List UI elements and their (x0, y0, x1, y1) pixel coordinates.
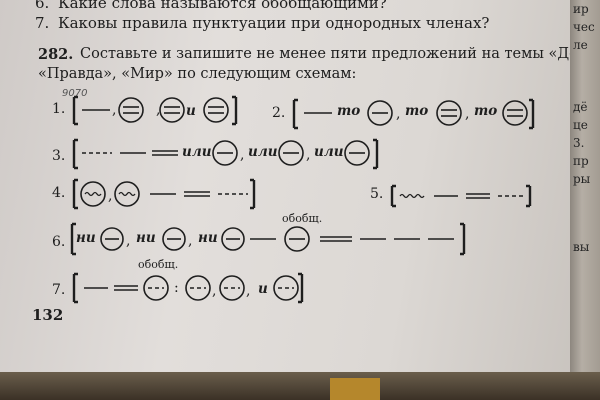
scheme-2-word-to-2: то (405, 103, 429, 119)
scheme-2-word-to-3: то (474, 103, 498, 119)
schemes-diagram (70, 95, 535, 304)
scheme-7-comma-2: , (246, 283, 251, 299)
task-line-2: «Правда», «Мир» по следующим схемам: (38, 66, 357, 82)
scheme-6-word-ni-2: ни (136, 230, 156, 246)
side-fragment: ле (573, 38, 588, 52)
table-surface (0, 372, 600, 400)
handwritten-note: 9070 (62, 88, 88, 99)
scheme-3-comma-2: , (306, 147, 311, 163)
side-fragment: ир (573, 2, 589, 16)
scheme-7-generalizing-note: обобщ. (138, 258, 179, 271)
task-number: 282. (38, 46, 74, 63)
question-6-text: Какие слова называются обобщающими? (58, 0, 387, 12)
binder-clip (330, 378, 380, 400)
side-fragment: вы (573, 240, 590, 254)
scheme-3-word-ili-2: или (248, 144, 278, 160)
scheme-7-diagram (72, 272, 304, 304)
question-7-text: Каковы правила пунктуации при однородных… (58, 14, 490, 32)
scheme-1-comma-2: , (156, 102, 161, 118)
scheme-7-word-i: и (258, 281, 268, 297)
question-7-label: 7. (35, 14, 50, 32)
side-fragment: це (573, 118, 588, 132)
side-fragment: дё (573, 100, 588, 114)
scheme-2-label: 2. (272, 105, 286, 121)
scheme-7-comma-1: , (212, 283, 217, 299)
scheme-4-comma: , (108, 188, 113, 204)
scheme-3-word-ili-3: или (314, 144, 344, 160)
scheme-4-label: 4. (52, 185, 66, 201)
side-fragment: пр (573, 154, 589, 168)
task-line-1: Составьте и запишите не менее пяти предл… (80, 46, 570, 62)
scheme-4-diagram (72, 178, 256, 210)
scheme-5-diagram (390, 184, 532, 208)
scheme-3-label: 3. (52, 148, 66, 164)
side-fragment: ры (573, 172, 591, 186)
scheme-6-word-ni-1: ни (76, 230, 96, 246)
scheme-7-colon: : (174, 280, 179, 296)
page-number: 132 (32, 306, 64, 324)
scheme-2-word-to-1: то (337, 103, 361, 119)
side-fragment: чес (573, 20, 595, 34)
scheme-2-comma-1: , (396, 106, 401, 122)
question-6-label: 6. (35, 0, 50, 12)
scheme-2-diagram (292, 98, 535, 130)
scheme-6-comma-2: , (188, 233, 193, 249)
textbook-page: 6. Какие слова называются обобщающими? 7… (0, 0, 570, 400)
scheme-1-comma-1: , (112, 102, 117, 118)
scheme-7-label: 7. (52, 282, 66, 298)
scheme-3-word-ili-1: или (182, 144, 212, 160)
scheme-3-comma-1: , (240, 147, 245, 163)
scheme-5-label: 5. (370, 186, 384, 202)
scheme-6-label: 6. (52, 234, 66, 250)
scheme-1-label: 1. (52, 101, 66, 117)
scheme-6-word-ni-3: ни (198, 230, 218, 246)
scheme-1-word-i: и (186, 103, 196, 119)
scheme-2-comma-2: , (465, 106, 470, 122)
side-fragment: 3. (573, 136, 585, 150)
scheme-6-generalizing-note: обобщ. (282, 212, 323, 225)
scheme-3-diagram (72, 138, 379, 170)
scheme-1-diagram (72, 95, 238, 126)
scheme-6-diagram (70, 222, 466, 256)
scheme-6-comma-1: , (126, 233, 131, 249)
adjacent-page-edge: ир чес ле дё це 3. пр ры вы (570, 0, 600, 400)
